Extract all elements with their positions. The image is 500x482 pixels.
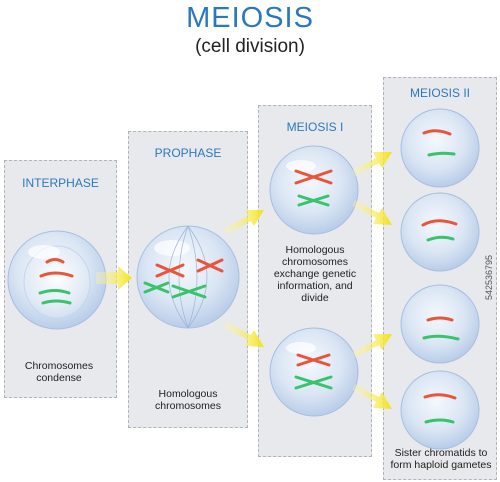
stage-label-interphase: INTERPHASE [22,176,99,190]
stage-label-meiosis1: MEIOSIS I [286,120,344,134]
arrow-meiosis1-to-meiosis2-4 [352,384,392,409]
interphase-cell [7,230,107,330]
prophase-cell [136,225,240,329]
prophase-chromosomes [143,258,224,299]
meiosis2-cell-2 [400,192,480,272]
diagram-title: MEIOSIS [186,2,314,34]
caption-meiosis1: Homologous chromosomes exchange genetic … [273,244,357,304]
caption-meiosis2: Sister chromatids to form haploid gamete… [390,447,492,471]
caption-prophase: Homologous chromosomes [155,388,221,412]
arrow-meiosis1-to-meiosis2-3 [352,334,392,358]
arrow-meiosis1-to-meiosis2-1 [352,152,392,176]
stage-label-meiosis2: MEIOSIS II [409,86,470,100]
stage-label-prophase: PROPHASE [154,146,222,160]
diagram-subtitle: (cell division) [195,36,305,57]
arrow-prophase-to-meiosis1-top [224,210,264,234]
meiosis1-cell-bottom [269,327,359,417]
arrow-prophase-to-meiosis1-bottom [224,322,264,347]
caption-interphase: Chromosomes condense [24,360,94,384]
meiosis2-cell-4 [400,370,480,450]
meiosis1-cell-top [269,145,359,235]
arrow-meiosis1-to-meiosis2-2 [352,200,392,225]
interphase-chromosomes [38,258,74,305]
meiosis2-cell-1 [400,108,480,188]
meiosis2-cell-3 [400,284,480,364]
stock-id-watermark: 542536795 [484,254,494,300]
arrow-interphase-to-prophase [96,266,132,290]
